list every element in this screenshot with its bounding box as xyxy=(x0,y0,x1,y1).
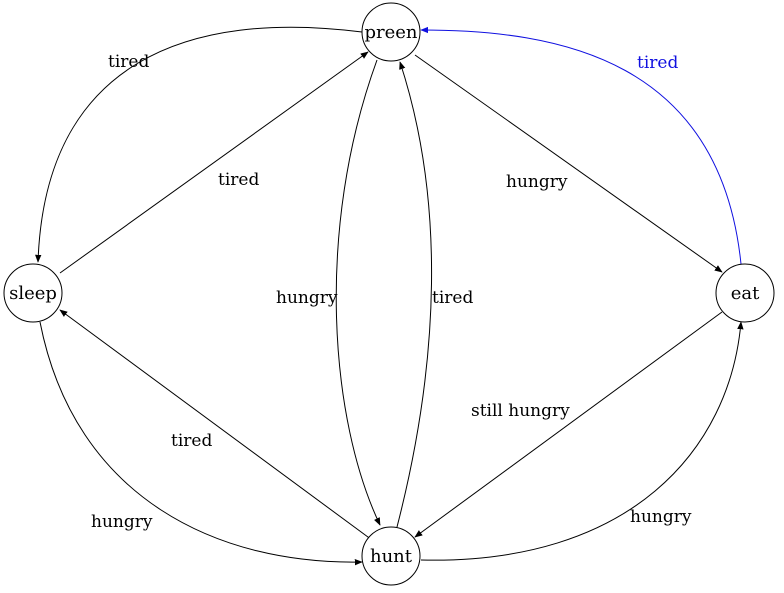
node-eat: eat xyxy=(715,263,775,323)
edge-preen-to-sleep xyxy=(35,26,363,263)
edge-hunt-to-preen xyxy=(396,61,432,528)
node-label-hunt: hunt xyxy=(370,546,413,567)
edge-sleep-to-preen xyxy=(59,51,369,274)
edge-preen-to-hunt xyxy=(335,59,381,526)
edge-eat-to-preen xyxy=(420,26,742,265)
edge-label-hunt-to-sleep: tired xyxy=(171,431,212,451)
node-label-sleep: sleep xyxy=(9,283,57,304)
edge-label-hunt-to-eat: hungry xyxy=(630,507,692,527)
edge-label-preen-to-eat: hungry xyxy=(506,172,568,192)
edge-label-preen-to-sleep: tired xyxy=(108,52,149,72)
edge-label-sleep-to-preen: tired xyxy=(218,170,259,190)
edge-preen-to-eat xyxy=(414,54,723,273)
edge-sleep-to-hunt xyxy=(39,321,363,566)
edge-hunt-to-sleep xyxy=(59,309,373,541)
edge-label-eat-to-hunt: still hungry xyxy=(471,401,570,421)
edge-label-eat-to-preen: tired xyxy=(637,53,678,73)
edge-eat-to-hunt xyxy=(414,311,723,538)
node-sleep: sleep xyxy=(3,263,63,323)
node-hunt: hunt xyxy=(361,526,421,586)
edge-label-hunt-to-preen: tired xyxy=(432,288,473,308)
node-preen: preen xyxy=(361,2,421,62)
node-label-eat: eat xyxy=(731,283,760,304)
node-label-preen: preen xyxy=(364,22,417,43)
edge-hunt-to-eat xyxy=(420,321,744,561)
edge-label-preen-to-hunt: hungry xyxy=(276,288,338,308)
edge-label-sleep-to-hunt: hungry xyxy=(91,512,153,532)
